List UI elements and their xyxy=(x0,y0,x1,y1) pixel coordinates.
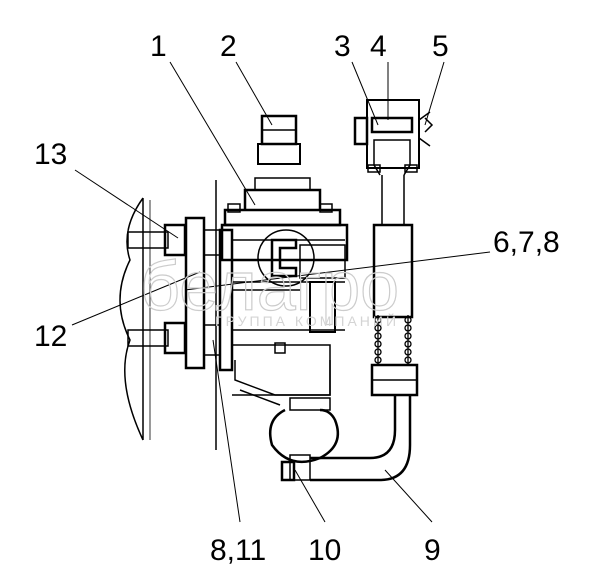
label-3: 3 xyxy=(334,30,351,63)
label-6-7-8: 6,7,8 xyxy=(493,226,560,259)
label-2: 2 xyxy=(220,30,237,63)
rod-clevis xyxy=(353,99,434,319)
watermark-subtitle: ГРУППА КОМПАНИЙ xyxy=(215,312,399,329)
leader-lines xyxy=(71,61,491,523)
top-fitting xyxy=(257,114,301,165)
label-12: 12 xyxy=(34,320,67,353)
label-4: 4 xyxy=(370,30,387,63)
label-5: 5 xyxy=(432,30,449,63)
label-1: 1 xyxy=(150,30,167,63)
label-8-11: 8,11 xyxy=(210,534,266,567)
spring xyxy=(374,315,412,365)
valve-body xyxy=(220,177,349,287)
label-9: 9 xyxy=(424,534,441,567)
hose xyxy=(310,363,419,482)
label-13: 13 xyxy=(34,138,67,171)
watermark-brand: белагро xyxy=(140,247,399,325)
label-10: 10 xyxy=(308,534,341,567)
